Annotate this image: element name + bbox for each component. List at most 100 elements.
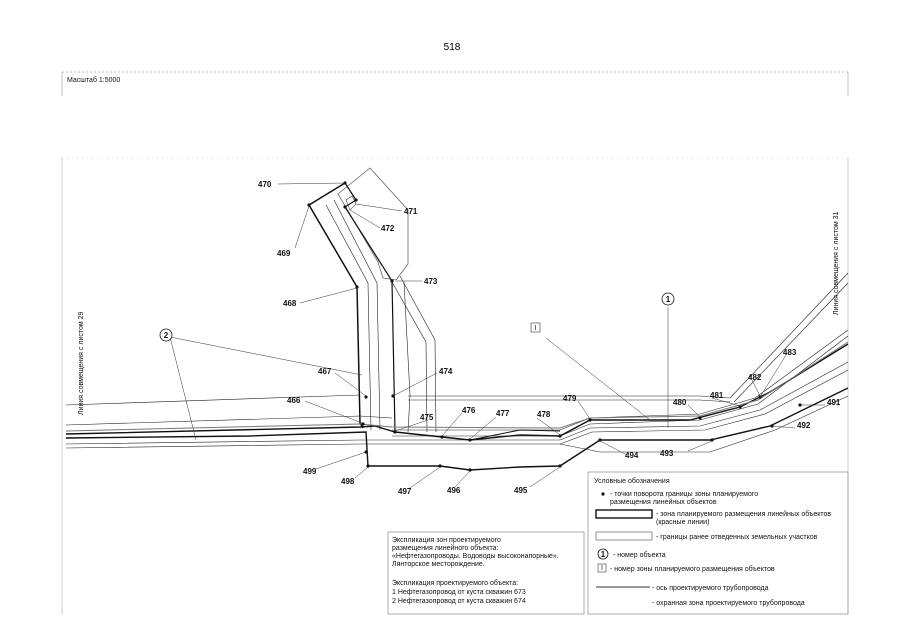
turn-point [710,438,714,442]
pipe-main-e [392,335,849,437]
legend-zone-1: - зона планируемого размещения линейных … [656,510,831,518]
pipe-branch-e [403,281,411,433]
pipe-branch-d [391,281,428,433]
point-label-479: 479 [563,394,577,403]
object-marker-1-label: 1 [666,295,671,304]
turn-point [307,203,311,207]
legend-allotted: - границы ранее отведенных земельных уча… [656,534,818,541]
legend-point-symbol [601,492,605,496]
point-label-481: 481 [710,391,724,400]
point-label-499: 499 [303,467,317,476]
point-label-476: 476 [462,406,476,415]
point-label-496: 496 [447,486,461,495]
pipe-branch-c [399,275,437,433]
allotted-line-right-a [408,395,731,399]
legend-zone-num-symbol [597,563,607,573]
turn-point [468,438,472,442]
pipe-branch-b [333,199,381,431]
turn-point [598,438,602,442]
legend-box [587,471,849,615]
legend-object-marker: 1 [601,550,606,559]
turn-point [738,405,742,409]
turn-point [354,198,358,202]
turn-point [366,464,370,468]
point-label-473: 473 [424,277,438,286]
turn-points [307,181,802,472]
legend-object-symbol [597,548,609,560]
point-label-495: 495 [514,486,528,495]
zone-marker-box [530,322,541,333]
turn-point [343,205,347,209]
explication-line1: Экспликация зон проектируемого [392,537,501,544]
turn-point [364,395,368,399]
turn-point [698,416,702,420]
point-label-470: 470 [258,180,272,189]
legend-zone-num: - номер зоны планируемого размещения объ… [610,565,775,573]
zone-boundary-main-top [65,343,849,441]
point-label-497: 497 [398,487,412,496]
point-label-494: 494 [625,451,639,460]
pipeline-corridor [65,199,849,453]
explication-item1: 1 Нефтегазопровод от куста скважин 673 [392,589,526,596]
scale-label: Масштаб 1:5000 [67,76,120,84]
point-label-492: 492 [797,421,811,430]
legend-zone-symbol [595,509,653,519]
explication-line3: «Нефтегазопроводы. Водоводы высоконапорн… [392,553,559,560]
point-label-469: 469 [277,249,291,258]
leader-lines [169,182,825,489]
turn-point [438,464,442,468]
legend-zone-2: (красные линии) [656,519,709,526]
zone-boundary-main-bottom [65,387,849,471]
object-marker-2-circle [159,328,173,342]
pipe-branch-a [325,204,372,431]
allotted-line-diag-a [729,272,849,399]
explication-line4: Лянторское месторождение. [392,561,485,568]
point-label-475: 475 [420,413,434,422]
pipe-main-c [65,369,849,449]
explication-item2: 2 Нефтегазопровод от куста скважин 674 [392,598,526,605]
zone-inner-line [441,429,561,441]
legend-zone-marker: I [601,565,603,572]
point-label-467: 467 [318,367,332,376]
explication-line5: Экспликация проектируемого объекта: [392,579,518,587]
point-label-468: 468 [283,299,297,308]
zone-marker-label: I [535,325,537,332]
zone-boundary-upper-left [307,182,364,429]
object-marker-2-label: 2 [164,331,169,340]
turn-point [390,279,394,283]
turn-point [588,418,592,422]
legend-object-num: - номер объекта [613,551,666,559]
point-label-480: 480 [673,398,687,407]
pipe-main-b [65,361,849,445]
object-marker-1-circle [661,292,675,306]
point-label-477: 477 [496,409,510,418]
point-label-491: 491 [827,398,841,407]
turn-point [393,430,397,434]
turn-point [468,468,472,472]
legend-turn-points-1: - точки поворота границы зоны планируемо… [610,491,758,498]
protect-line-lower [559,395,849,453]
turn-point [558,434,562,438]
point-label-498: 498 [341,477,355,486]
edge-right-label: Линия совмещения с листом 31 [833,211,840,315]
point-label-493: 493 [660,449,674,458]
legend-title: Условные обозначения [594,477,670,485]
turn-point [440,435,444,439]
legend-turn-points-2: размещения линейных объектов [610,498,717,506]
point-label-474: 474 [439,367,453,376]
turn-point [558,464,562,468]
legend-allotted-symbol [595,531,653,541]
allotted-line-right-b [408,399,731,403]
explication-box [387,531,585,615]
allotted-parcel [337,167,409,281]
point-label-482: 482 [748,373,762,382]
point-label-483: 483 [783,348,797,357]
pipe-axis-2 [589,341,849,419]
point-label-478: 478 [537,410,551,419]
pipe-axis-1 [65,417,591,432]
turn-point [355,285,359,289]
page-number: 518 [444,42,461,53]
pipe-main-a [65,415,393,426]
allotted-line-left [65,394,361,406]
